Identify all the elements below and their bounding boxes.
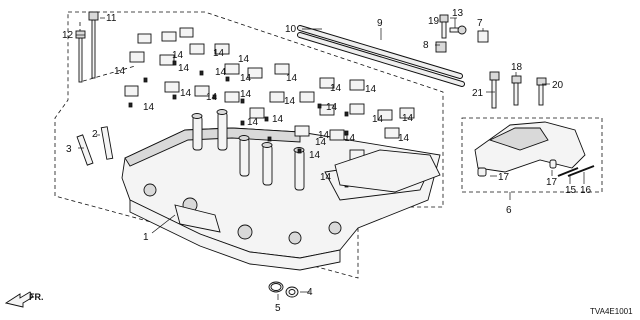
- callout-14-y: 14: [398, 133, 410, 144]
- callout-17-a: 17: [498, 172, 510, 183]
- callout-14-s: 14: [247, 117, 259, 128]
- callout-19: 19: [428, 16, 440, 27]
- oil-control-bolts[interactable]: [489, 71, 547, 109]
- callout-14-x: 14: [318, 130, 330, 141]
- callout-14-n: 14: [330, 83, 342, 94]
- callout-21: 21: [472, 88, 484, 99]
- callout-16: 16: [580, 185, 592, 196]
- rocker-shaft-fittings[interactable]: [435, 14, 489, 53]
- callout-9: 9: [377, 18, 383, 29]
- callout-12: 12: [62, 30, 74, 41]
- callout-2: 2: [92, 129, 98, 140]
- callout-14-i: 14: [143, 102, 155, 113]
- callout-14-j: 14: [180, 88, 192, 99]
- callout-labels: 1 2 3 4 5 6 7 8 9 10 11 12 13 14 14 14 1…: [62, 8, 592, 314]
- callout-14-p: 14: [326, 102, 338, 113]
- camshaft-holder-group-outline: [54, 11, 444, 279]
- callout-8: 8: [423, 40, 429, 51]
- oil-control-assembly[interactable]: [474, 121, 595, 177]
- direction-label: FR.: [29, 292, 44, 302]
- camshaft-holders[interactable]: [124, 27, 441, 193]
- callout-1: 1: [143, 232, 149, 243]
- callout-14-k: 14: [206, 92, 218, 103]
- holder-bolts[interactable]: [75, 11, 99, 83]
- callout-14-g: 14: [240, 73, 252, 84]
- callout-14-c: 14: [213, 48, 225, 59]
- front-direction-arrow-icon: FR.: [4, 291, 44, 308]
- callout-11: 11: [106, 13, 117, 24]
- callout-14-t: 14: [272, 114, 284, 125]
- leader-lines: [76, 17, 585, 300]
- callout-13: 13: [452, 8, 464, 19]
- bolt-group-outline: [79, 22, 136, 83]
- callout-14-r: 14: [402, 113, 414, 124]
- rocker-shafts[interactable]: [297, 25, 465, 87]
- callout-17-b: 17: [546, 177, 558, 188]
- callout-14-v: 14: [315, 137, 327, 148]
- callout-18: 18: [511, 62, 523, 73]
- callout-3: 3: [66, 144, 72, 155]
- callout-4: 4: [307, 287, 313, 298]
- oil-control-assembly-outline: [461, 117, 603, 193]
- callout-14-b: 14: [172, 50, 184, 61]
- callout-14-f: 14: [215, 67, 227, 78]
- callout-14-m: 14: [284, 96, 296, 107]
- callout-5: 5: [275, 303, 281, 314]
- callout-10: 10: [285, 24, 297, 35]
- callout-20: 20: [552, 80, 564, 91]
- callout-14-d: 14: [238, 54, 250, 65]
- callout-14-z: 14: [320, 172, 332, 183]
- callout-14-h: 14: [286, 73, 298, 84]
- callout-14-w: 14: [309, 150, 321, 161]
- callout-15: 15: [565, 185, 577, 196]
- diagram-code: TVA4E1001: [590, 307, 633, 316]
- callout-14-u: 14: [344, 133, 356, 144]
- callout-14-e: 14: [178, 63, 190, 74]
- callout-7: 7: [477, 18, 483, 29]
- callout-14-q: 14: [372, 114, 384, 125]
- dowel-pins[interactable]: [76, 126, 114, 166]
- callout-6: 6: [506, 205, 512, 216]
- callout-14-o: 14: [365, 84, 377, 95]
- callout-14-l: 14: [240, 89, 252, 100]
- callout-14-a: 14: [114, 66, 126, 77]
- seals[interactable]: [268, 281, 299, 298]
